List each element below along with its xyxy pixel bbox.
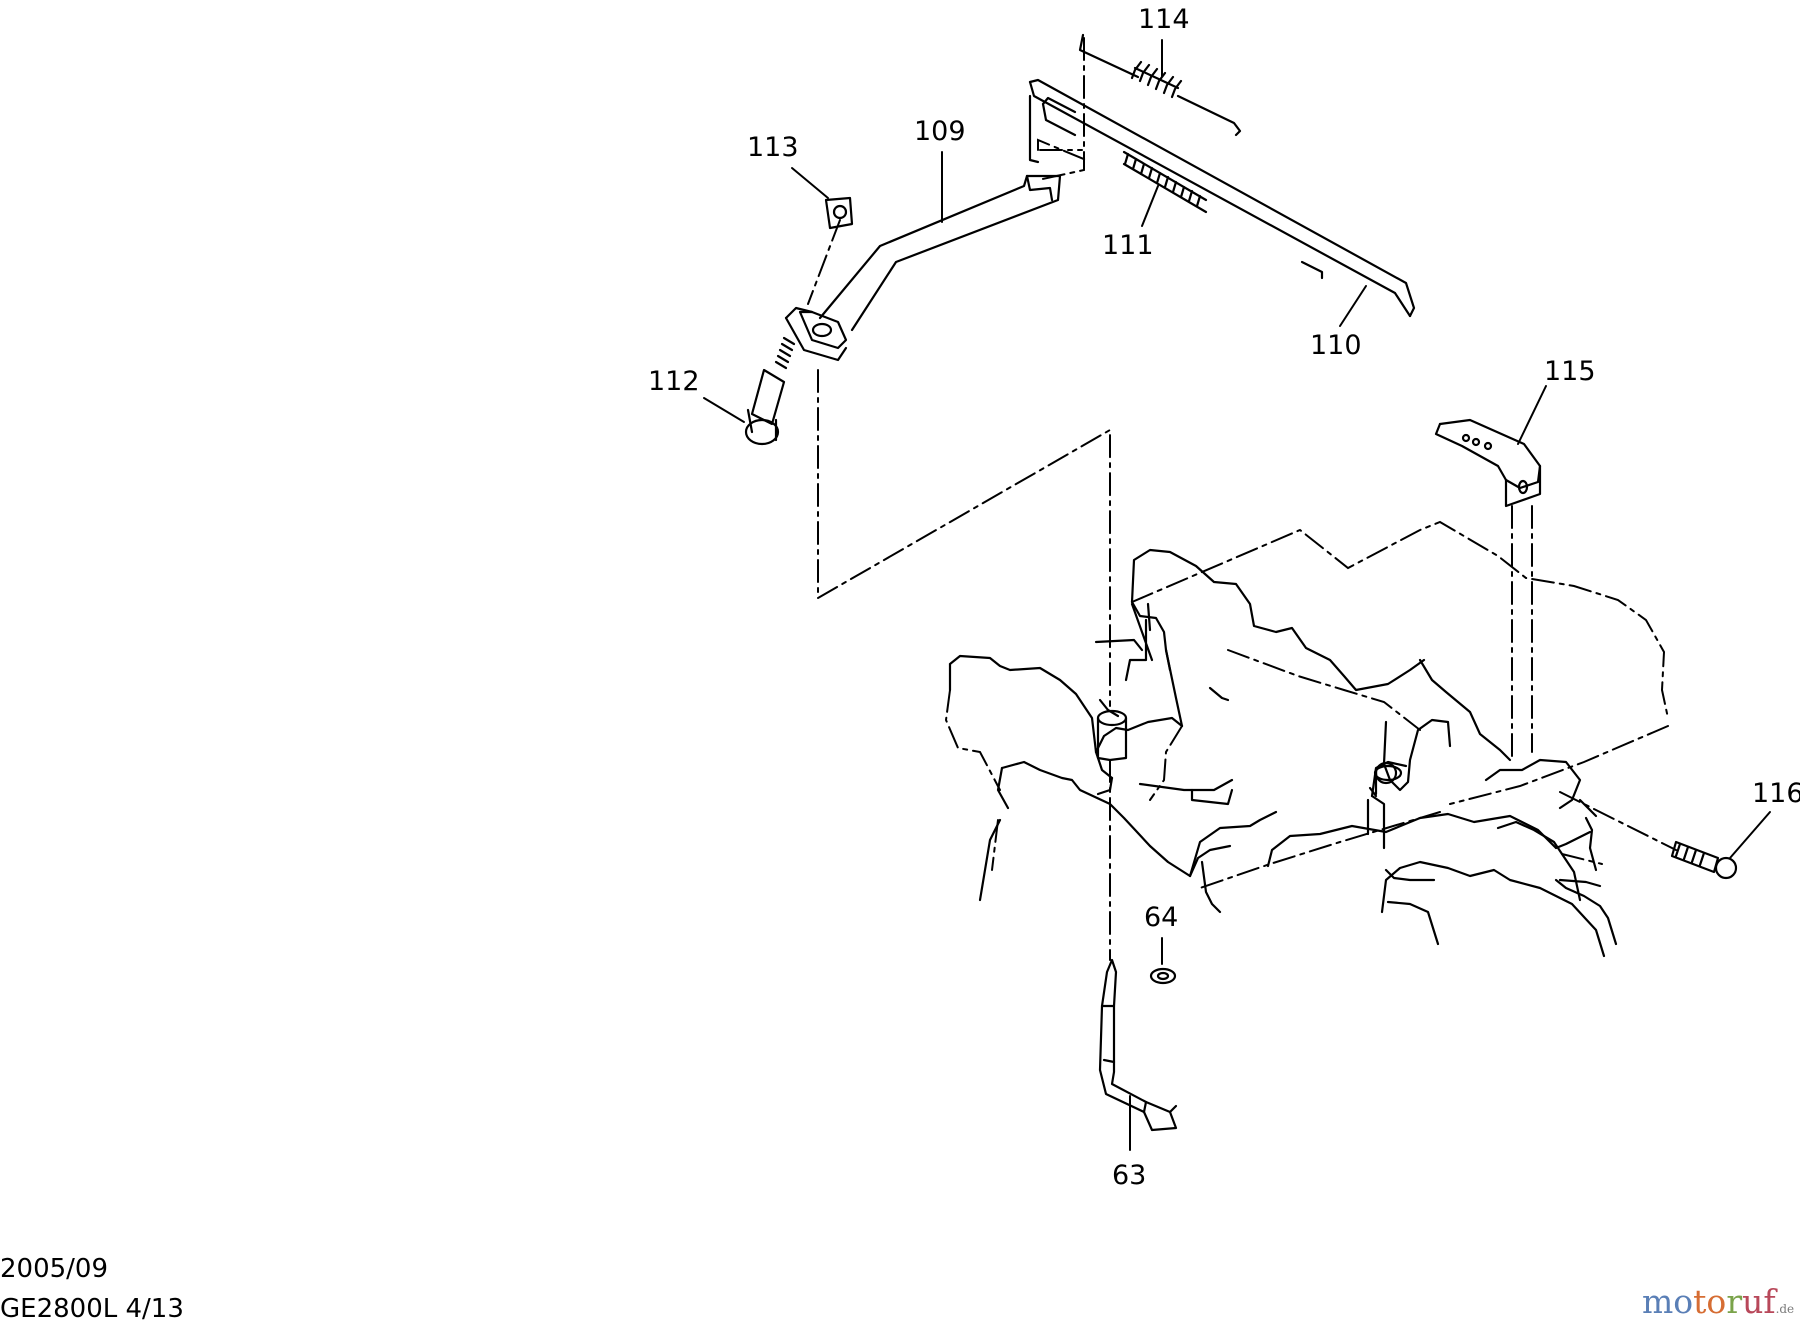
callout-109: 109 <box>914 116 966 147</box>
callout-114: 114 <box>1138 4 1190 35</box>
arm-109 <box>784 174 1062 362</box>
watermark-part-1: mo <box>1642 1282 1694 1321</box>
dash-guide-2 <box>1037 138 1087 161</box>
dash-guide-1 <box>1037 37 1085 181</box>
callout-115: 115 <box>1544 356 1596 387</box>
dash-guide-15 <box>1149 725 1183 801</box>
motoruf-watermark-logo: motoruf.de <box>1642 1285 1794 1318</box>
callout-110: 110 <box>1310 330 1362 361</box>
leader-115 <box>1517 385 1547 445</box>
watermark-part-3: r <box>1726 1282 1743 1321</box>
callout-112: 112 <box>648 366 700 397</box>
screw-116 <box>1670 840 1738 880</box>
bracket-115 <box>1434 418 1542 508</box>
dash-guide-12 <box>1227 649 1421 731</box>
leader-111 <box>1141 185 1159 227</box>
watermark-part-2: to <box>1693 1282 1727 1321</box>
nut-113 <box>824 196 854 230</box>
engine-outline <box>948 548 1618 958</box>
watermark-part-4: uf <box>1742 1282 1776 1321</box>
dash-guide-11 <box>1199 811 1441 889</box>
callout-116: 116 <box>1752 778 1800 809</box>
footer-date: 2005/09 <box>0 1254 109 1284</box>
dash-guide-8 <box>1559 791 1677 851</box>
callout-64: 64 <box>1144 902 1178 933</box>
callout-113: 113 <box>747 132 799 163</box>
rod-110 <box>1028 78 1416 318</box>
dash-guide-5 <box>817 369 1111 707</box>
spring-111 <box>1122 150 1324 280</box>
watermark-tld: .de <box>1775 1302 1795 1316</box>
washer-64 <box>1149 967 1177 985</box>
footer-model-page: GE2800L 4/13 <box>0 1294 184 1324</box>
leader-113 <box>791 167 829 199</box>
leader-116 <box>1729 811 1771 859</box>
shaft-63 <box>1098 958 1178 1132</box>
dash-guide-13 <box>944 689 1001 791</box>
callout-63: 63 <box>1112 1160 1146 1191</box>
dash-guide-9 <box>1131 520 1669 719</box>
dash-guide-7 <box>1511 505 1533 757</box>
dash-guide-4 <box>807 219 841 305</box>
callout-111: 111 <box>1102 230 1154 261</box>
dash-guide-10 <box>1449 725 1669 805</box>
dash-guide-14 <box>991 819 999 871</box>
dash-guide-16 <box>1561 853 1603 865</box>
bolt-112 <box>744 336 796 446</box>
spring-114 <box>1078 33 1242 137</box>
leader-110 <box>1339 285 1367 327</box>
leader-112 <box>703 397 745 423</box>
